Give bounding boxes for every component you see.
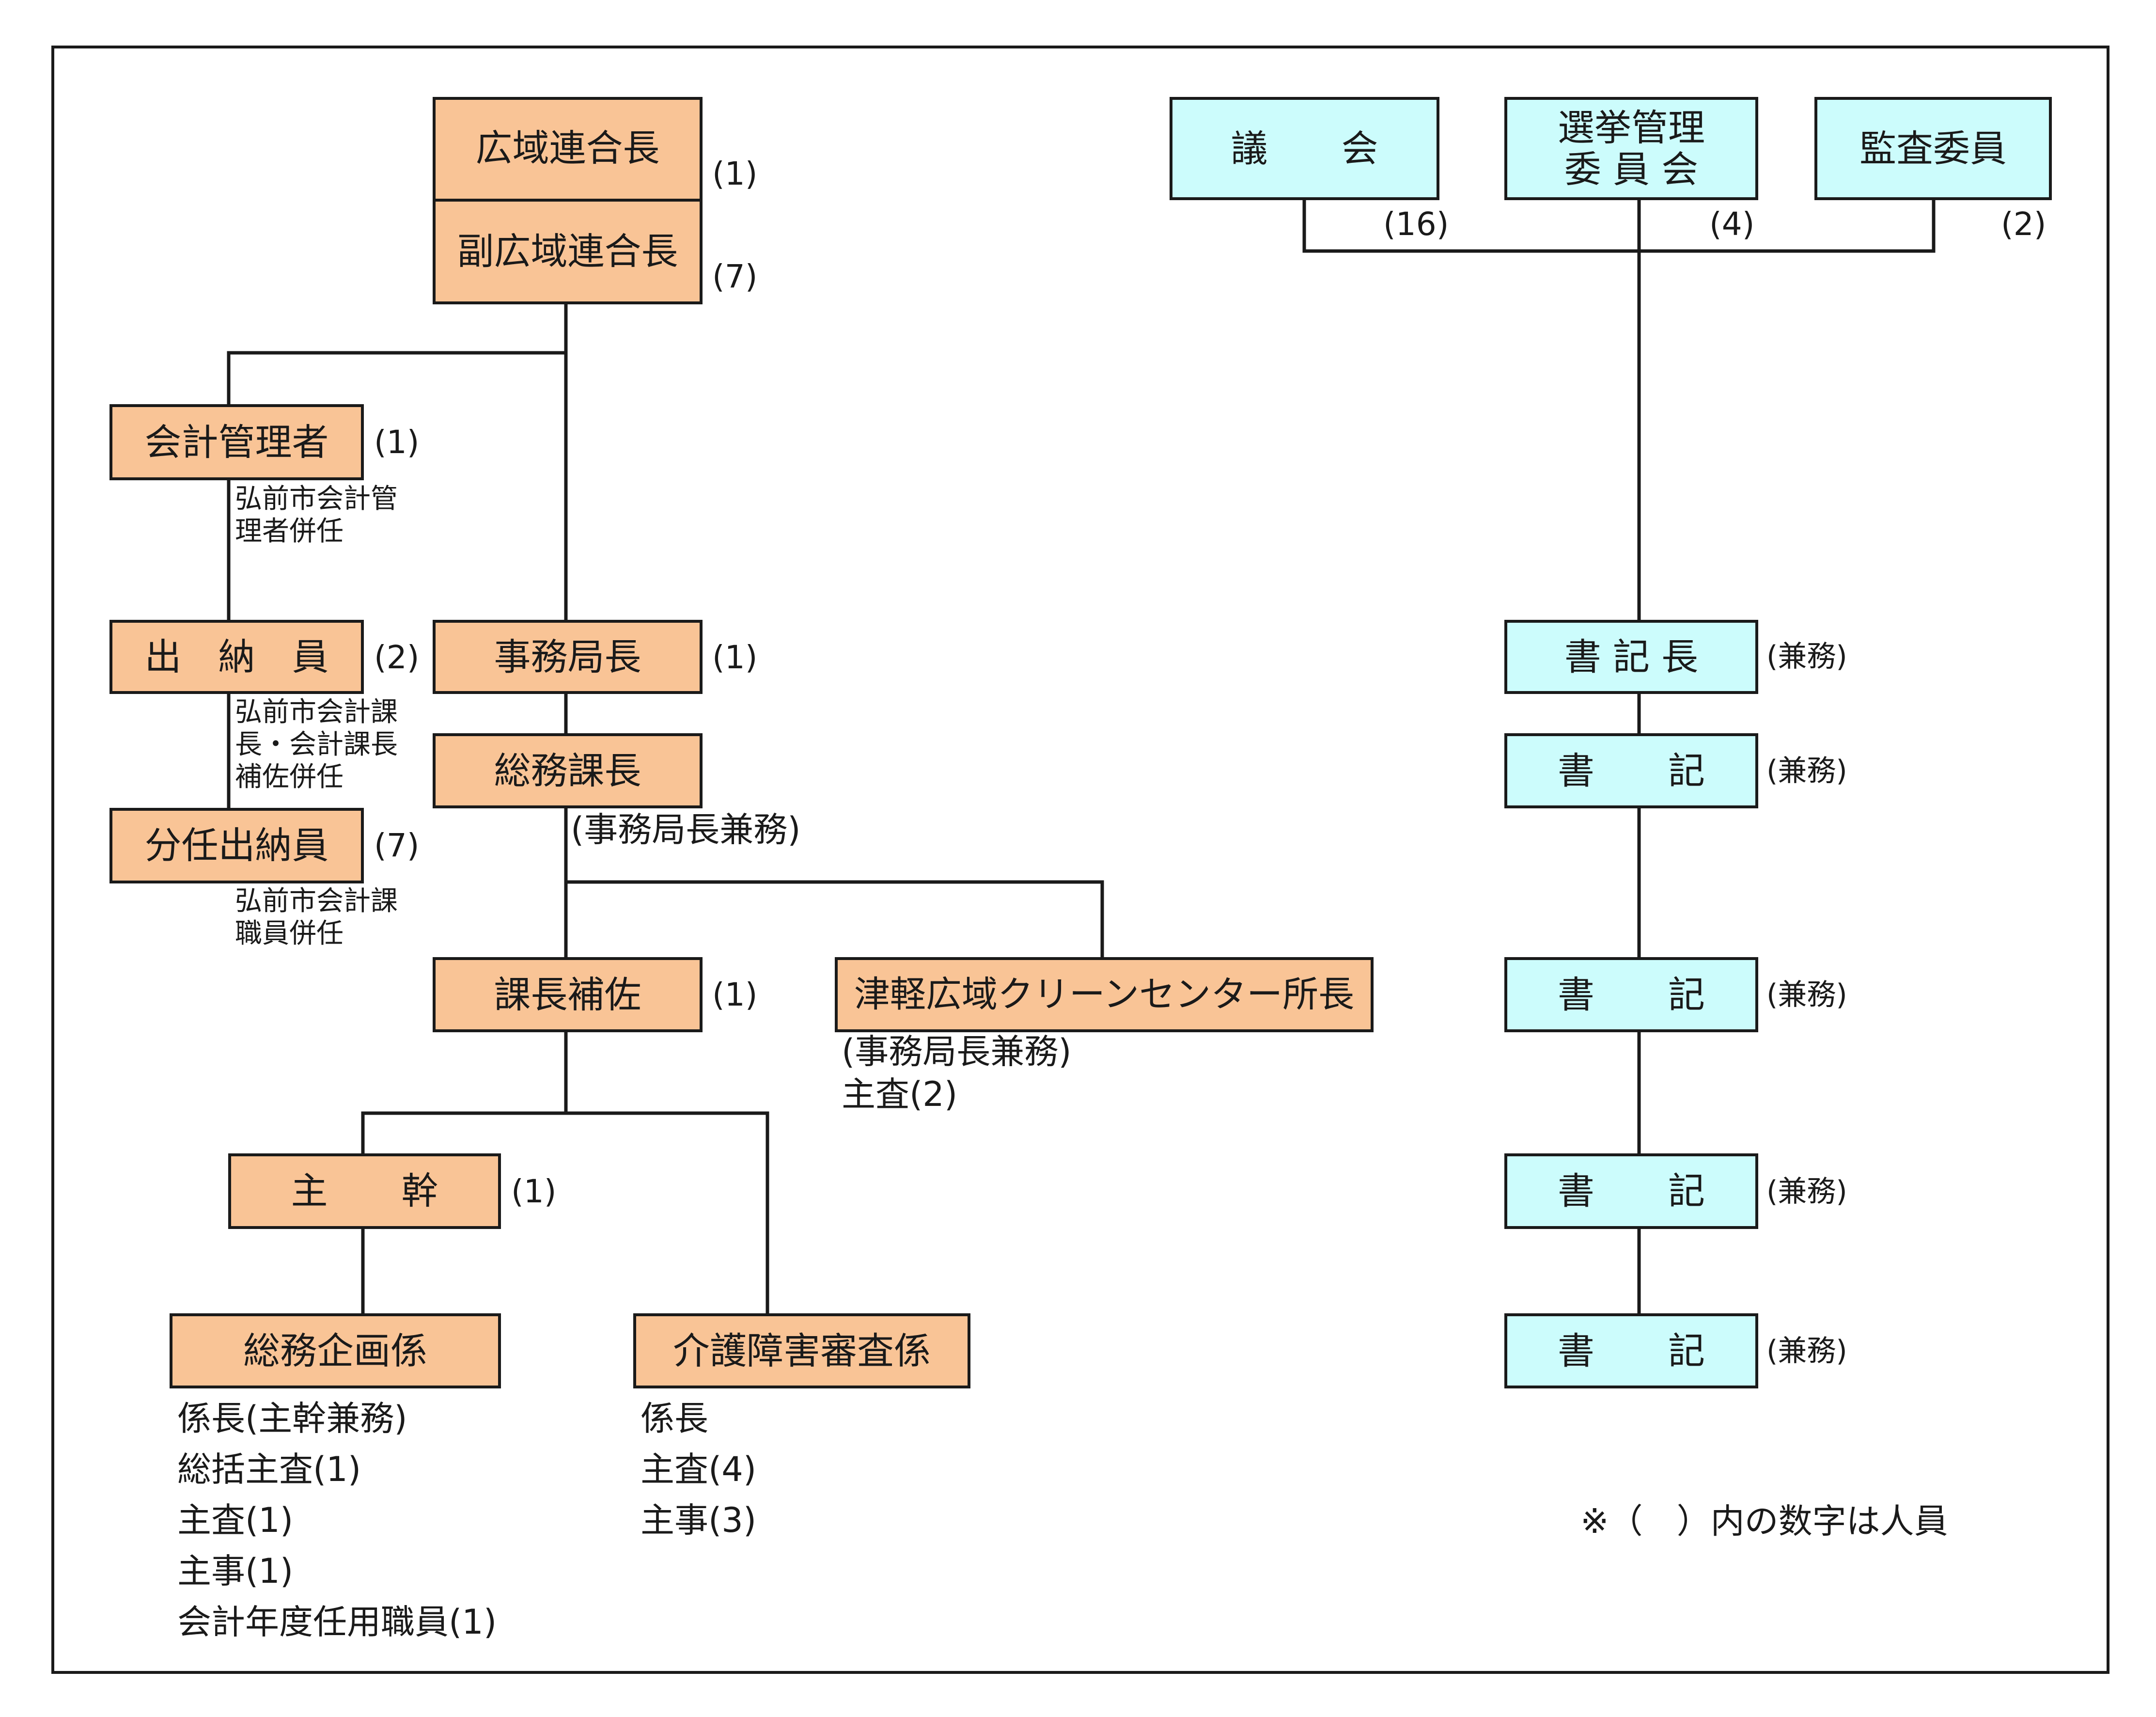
box-kouiki-chou: 広域連合長 — [433, 97, 703, 202]
count-suitouin: (2) — [374, 639, 420, 676]
box-senkyo-kanri: 選挙管理 委 員 会 — [1504, 97, 1758, 200]
box-soumu-kachou: 総務課長 — [433, 733, 703, 808]
box-kaigo-shinsa: 介護障害審査係 — [633, 1313, 970, 1388]
kenmu-shoki-1: (兼務) — [1766, 754, 1847, 788]
note-kaigo-shinsa: 係長 主査(4) 主事(3) — [641, 1399, 757, 1540]
box-shoki-4: 書 記 — [1504, 1313, 1758, 1388]
count-jimukyokuchou: (1) — [712, 639, 758, 676]
box-shoki-3: 書 記 — [1504, 1153, 1758, 1229]
box-fuku-kouiki-chou: 副広域連合長 — [433, 199, 703, 304]
count-bunnin-suitouin: (7) — [374, 827, 420, 864]
note-suitouin: 弘前市会計課 長・会計課長 補佐併任 — [235, 696, 398, 793]
note-center-shochou: (事務局長兼務) 主査(2) — [842, 1032, 1072, 1114]
box-kachou-hosa: 課長補佐 — [433, 957, 703, 1032]
note-kaikei-kanrisha: 弘前市会計管 理者併任 — [235, 483, 398, 548]
kenmu-shoki-4: (兼務) — [1766, 1334, 1847, 1368]
note-soumu-kikaku: 係長(主幹兼務) 総括主査(1) 主査(1) 主事(1) 会計年度任用職員(1) — [177, 1399, 497, 1642]
count-kansa-iin: (2) — [2001, 205, 2047, 243]
box-bunnin-suitouin: 分任出納員 — [109, 808, 364, 883]
count-gikai: (16) — [1383, 205, 1449, 243]
note-bunnin-suitouin: 弘前市会計課 職員併任 — [235, 885, 398, 950]
box-jimukyokuchou: 事務局長 — [433, 620, 703, 694]
box-kansa-iin: 監査委員 — [1814, 97, 2052, 200]
box-kaikei-kanrisha: 会計管理者 — [109, 404, 364, 480]
kenmu-shoki-2: (兼務) — [1766, 978, 1847, 1012]
box-gikai: 議 会 — [1170, 97, 1439, 200]
kenmu-shokichou: (兼務) — [1766, 640, 1847, 674]
note-soumu-kachou: (事務局長兼務) — [571, 810, 801, 850]
box-suitouin: 出 納 員 — [109, 620, 364, 694]
kenmu-shoki-3: (兼務) — [1766, 1175, 1847, 1209]
count-kouiki-chou: (1) — [712, 155, 758, 192]
count-fuku-kouiki-chou: (7) — [712, 258, 758, 295]
count-shukan: (1) — [511, 1173, 557, 1210]
box-shokichou: 書 記 長 — [1504, 620, 1758, 694]
box-shoki-2: 書 記 — [1504, 957, 1758, 1032]
count-kaikei-kanrisha: (1) — [374, 424, 420, 461]
footnote: ※（ ）内の数字は人員 — [1580, 1501, 1948, 1541]
box-shoki-1: 書 記 — [1504, 733, 1758, 808]
box-center-shochou: 津軽広域クリーンセンター所長 — [835, 957, 1374, 1032]
diagram-frame — [51, 46, 2109, 1674]
count-senkyo-kanri: (4) — [1709, 205, 1755, 243]
box-shukan: 主 幹 — [228, 1153, 501, 1229]
box-soumu-kikaku: 総務企画係 — [170, 1313, 501, 1388]
count-kachou-hosa: (1) — [712, 976, 758, 1013]
